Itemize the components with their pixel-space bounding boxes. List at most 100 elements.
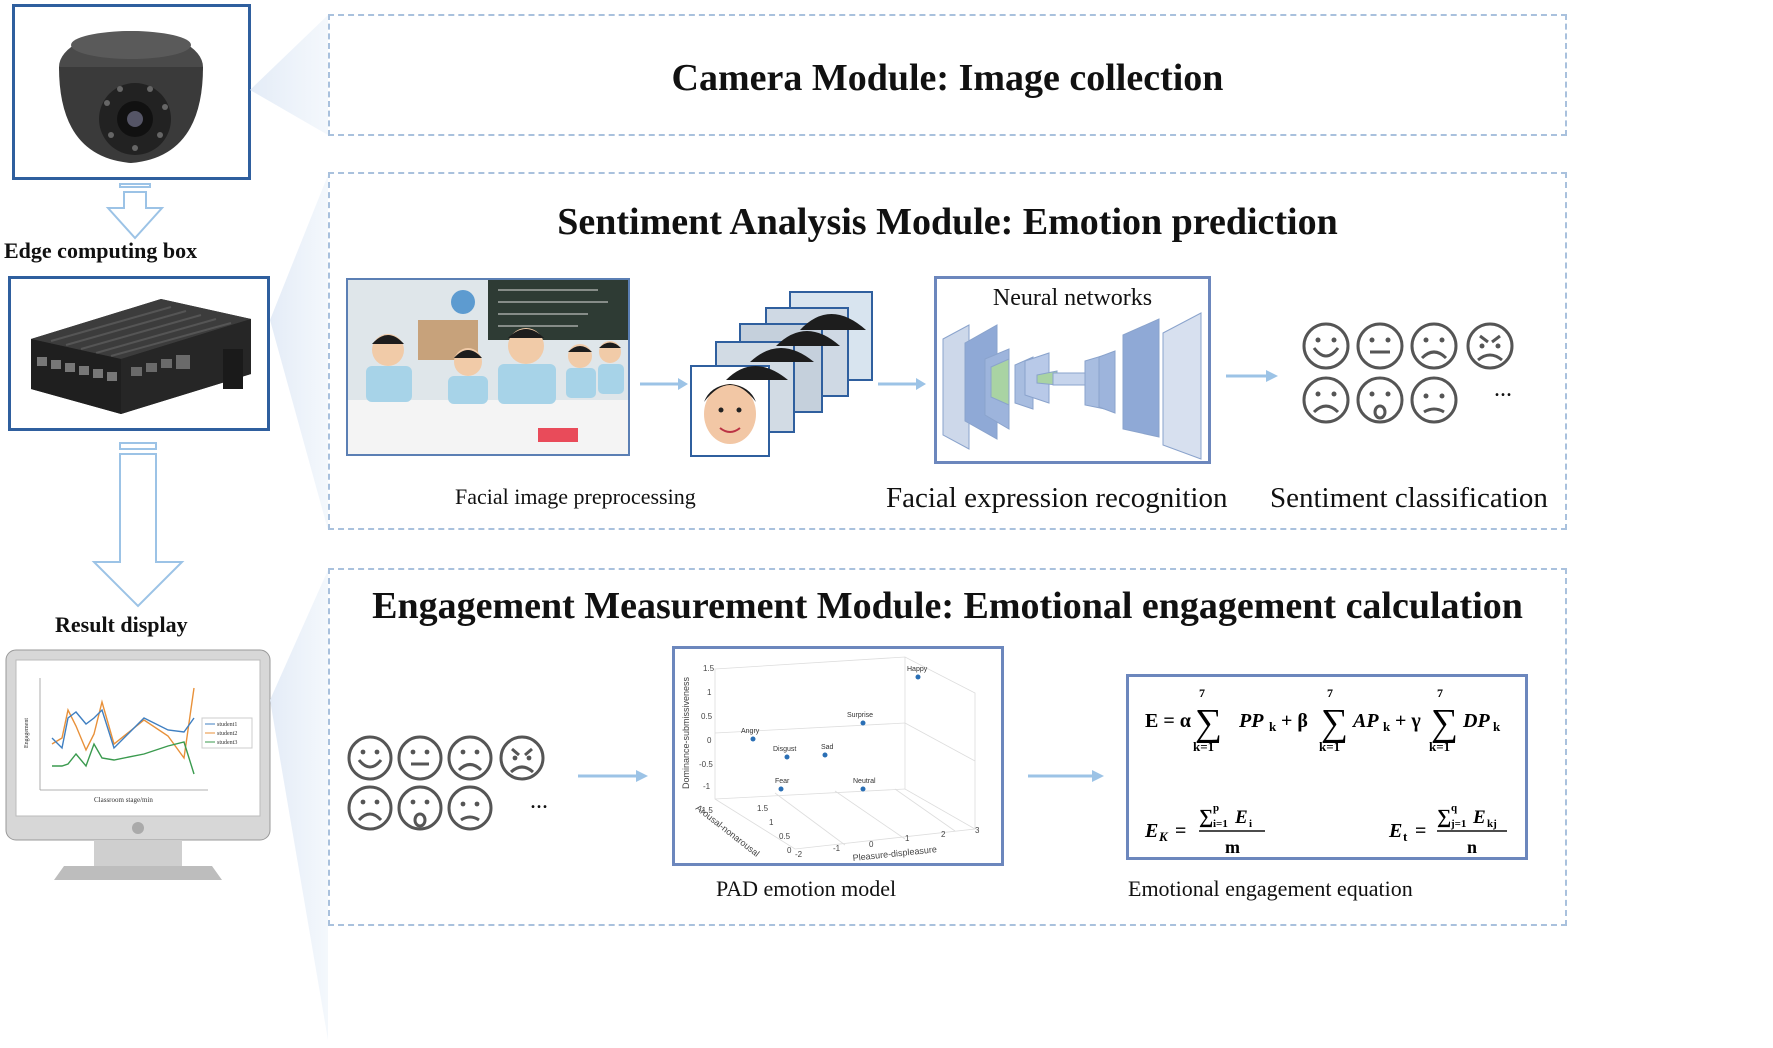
down-arrow-2	[91, 442, 185, 608]
pad-xtick-2: 0	[869, 840, 874, 849]
camera-image-frame	[12, 4, 251, 180]
pad-ytick-1: 1	[769, 818, 774, 827]
pad-ztick-2: 0.5	[701, 712, 713, 721]
pad-zlabel: Dominance-submissiveness	[681, 676, 691, 789]
camera-module: Camera Module: Image collection	[328, 14, 1567, 136]
svg-text:kj: kj	[1487, 818, 1497, 830]
classroom-photo	[346, 278, 630, 456]
svg-text:k=1: k=1	[1193, 739, 1214, 754]
monitor-xlabel: Classroom stage/min	[94, 796, 153, 804]
sentiment-module-title: Sentiment Analysis Module: Emotion predi…	[557, 201, 1338, 243]
svg-text:+ β: + β	[1281, 710, 1308, 732]
edge-box-frame	[8, 276, 270, 431]
camera-module-title: Camera Module: Image collection	[671, 57, 1224, 99]
svg-text:∑: ∑	[1199, 806, 1213, 828]
arrow-to-pad	[578, 770, 648, 782]
arrow-to-equation	[1028, 770, 1104, 782]
pad-ztick-3: 0	[707, 736, 712, 745]
pad-point-happy	[915, 674, 921, 680]
monitor-legend-2: student2	[217, 731, 237, 737]
pad-xlabel: Pleasure-displeasure	[852, 844, 937, 863]
svg-text:k=1: k=1	[1319, 739, 1340, 754]
pad-label-angry: Angry	[741, 728, 760, 735]
pad-ztick-5: -1	[703, 782, 711, 791]
svg-text:k=1: k=1	[1429, 739, 1450, 754]
edge-computing-box-icon	[31, 299, 251, 414]
pad-point-angry	[750, 736, 756, 742]
svg-text:n: n	[1467, 837, 1477, 857]
pad-label-sad: Sad	[821, 744, 834, 751]
sentiment-module: Sentiment Analysis Module: Emotion predi…	[328, 172, 1567, 530]
svg-text:∑: ∑	[1437, 806, 1451, 828]
svg-text:p: p	[1213, 802, 1219, 814]
pad-xtick-3: 1	[905, 834, 910, 843]
emotion-icons-top	[1302, 322, 1514, 424]
svg-text:∑: ∑	[1431, 702, 1458, 744]
connector-wedges	[250, 15, 328, 1040]
pad-point-fear	[778, 786, 784, 792]
engagement-ellipsis: ...	[530, 788, 548, 814]
svg-text:=: =	[1175, 820, 1186, 842]
pad-xtick-0: -2	[795, 850, 803, 859]
emotion-icons-bottom	[347, 735, 545, 831]
svg-text:∑: ∑	[1321, 702, 1348, 744]
svg-text:PP: PP	[1238, 710, 1264, 732]
svg-text:7: 7	[1199, 686, 1205, 700]
svg-text:K: K	[1158, 829, 1169, 844]
svg-text:DP: DP	[1462, 710, 1490, 732]
pad-chart: 1.5 1 0.5 0 -0.5 -1 -1.5 -2 -1 0 1 2 3 1…	[681, 656, 980, 863]
neural-network-box: Neural networks	[934, 276, 1211, 464]
svg-text:k: k	[1269, 719, 1277, 734]
svg-text:i=1: i=1	[1213, 818, 1228, 830]
svg-text:E: E	[1144, 820, 1158, 842]
svg-text:+ γ: + γ	[1395, 710, 1421, 732]
nn-title: Neural networks	[992, 285, 1153, 311]
svg-text:E: E	[1388, 820, 1402, 842]
pad-label-surprise: Surprise	[847, 712, 873, 719]
arrow-to-nn	[878, 378, 926, 390]
classification-caption: Sentiment classification	[1270, 482, 1548, 514]
pad-label-fear: Fear	[775, 778, 790, 785]
svg-text:E: E	[1472, 807, 1486, 828]
engagement-module: Engagement Measurement Module: Emotional…	[328, 568, 1567, 926]
result-label: Result display	[55, 612, 188, 637]
svg-text:m: m	[1225, 837, 1240, 857]
svg-text:k: k	[1493, 719, 1501, 734]
face-stack	[690, 290, 874, 458]
svg-text:AP: AP	[1351, 710, 1379, 732]
pad-ytick-3: 0	[787, 846, 792, 855]
pad-caption: PAD emotion model	[716, 876, 897, 901]
monitor-legend-1: student1	[217, 722, 237, 728]
equation-caption: Emotional engagement equation	[1128, 876, 1413, 901]
down-arrow-1	[105, 183, 165, 240]
pad-ytick-0: 1.5	[757, 804, 769, 813]
preprocess-caption: Facial image preprocessing	[455, 484, 696, 509]
edge-label: Edge computing box	[4, 238, 198, 263]
cnn-diagram	[942, 312, 1202, 460]
pad-ztick-6: -1.5	[699, 806, 713, 815]
svg-text:q: q	[1451, 802, 1458, 814]
pad-point-surprise	[860, 720, 866, 726]
pad-ztick-4: -0.5	[699, 760, 713, 769]
pad-ytick-2: 0.5	[779, 832, 791, 841]
svg-text:E: E	[1234, 807, 1248, 828]
pad-label-happy: Happy	[907, 666, 928, 673]
arrow-to-classification	[1226, 370, 1278, 382]
arrow-preprocess	[640, 378, 688, 390]
pad-ztick-0: 1.5	[703, 664, 715, 673]
dome-camera-icon	[59, 31, 203, 163]
svg-text:E = α: E = α	[1145, 710, 1191, 732]
svg-text:t: t	[1403, 829, 1408, 844]
pad-point-disgust	[784, 754, 790, 760]
pad-label-neutral: Neutral	[853, 778, 876, 785]
svg-text:7: 7	[1327, 686, 1333, 700]
recognition-caption: Facial expression recognition	[886, 482, 1228, 514]
monitor-ylabel: Engagement	[24, 718, 30, 748]
pad-point-neutral	[860, 786, 866, 792]
monitor-icon: student1 student2 student3 Classroom sta…	[4, 648, 272, 883]
pad-ylabel: Arousal-nonarousal	[694, 803, 762, 859]
svg-text:∑: ∑	[1195, 702, 1222, 744]
pad-ztick-1: 1	[707, 688, 712, 697]
pad-xtick-1: -1	[833, 844, 841, 853]
pad-point-sad	[822, 752, 828, 758]
